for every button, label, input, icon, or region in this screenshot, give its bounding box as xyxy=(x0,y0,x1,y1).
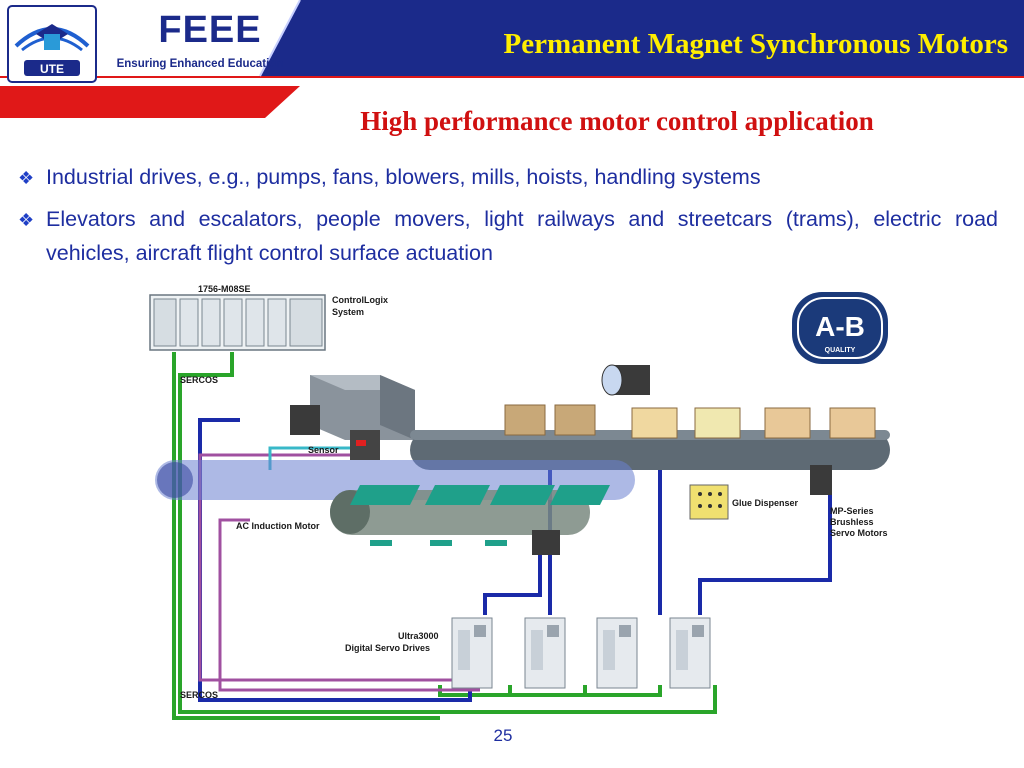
brand-tagline: Ensuring Enhanced Education xyxy=(116,58,284,70)
glue-dispenser xyxy=(689,484,729,520)
ab-quality-badge: A-B QUALITY xyxy=(792,292,888,364)
sercos-top-label: SERCOS xyxy=(180,375,218,385)
bullet-text: Industrial drives, e.g., pumps, fans, bl… xyxy=(46,165,761,189)
header-red-band xyxy=(0,86,300,118)
controller-name-label: ControlLogix xyxy=(332,295,388,305)
servo-motor-lower xyxy=(532,530,560,555)
diamond-bullet-icon: ❖ xyxy=(18,168,35,188)
svg-text:QUALITY: QUALITY xyxy=(825,347,856,354)
bullet-list: ❖ Industrial drives, e.g., pumps, fans, … xyxy=(18,160,998,276)
controller-model-label: 1756-M08SE xyxy=(198,284,251,294)
cartons xyxy=(504,404,876,439)
diamond-bullet-icon: ❖ xyxy=(18,210,35,230)
servo-label: MP-Series xyxy=(830,506,874,516)
servo-motor-right xyxy=(810,465,832,495)
glue-label: Glue Dispenser xyxy=(732,498,799,508)
drives-label: Digital Servo Drives xyxy=(345,643,430,653)
brand-name: FEEE xyxy=(158,9,262,51)
controllogix-chassis xyxy=(149,294,326,351)
servo-label: Servo Motors xyxy=(830,528,888,538)
sensor-label: Sensor xyxy=(308,445,339,455)
drives-label: Ultra3000 xyxy=(398,631,439,641)
servo-drives xyxy=(451,617,711,689)
motor-control-illustration: 1756-M08SE ControlLogix System SERCOS SE… xyxy=(149,284,890,720)
svg-text:UTE: UTE xyxy=(40,62,64,76)
svg-text:A-B: A-B xyxy=(815,311,865,342)
sercos-bottom-label: SERCOS xyxy=(180,690,218,700)
list-item: ❖ Elevators and escalators, people mover… xyxy=(18,202,998,270)
bullet-text: Elevators and escalators, people movers,… xyxy=(46,207,998,265)
servo-label: Brushless xyxy=(830,517,874,527)
slide-title: Permanent Magnet Synchronous Motors xyxy=(503,28,1008,60)
motor-cables xyxy=(198,453,480,692)
slide-subtitle: High performance motor control applicati… xyxy=(360,106,874,136)
ute-logo: UTE xyxy=(6,4,98,84)
list-item: ❖ Industrial drives, e.g., pumps, fans, … xyxy=(18,160,998,196)
ac-motor-label: AC Induction Motor xyxy=(236,521,320,531)
page-number: 25 xyxy=(493,726,513,745)
lower-conveyor xyxy=(330,485,610,546)
header-navy-band xyxy=(260,0,1024,76)
header-red-stripe xyxy=(0,76,1024,78)
controller-name-label: System xyxy=(332,307,364,317)
sensor-station xyxy=(310,375,415,460)
servo-motor-left xyxy=(290,405,320,435)
header-band xyxy=(0,0,1024,118)
servo-motor-top xyxy=(601,364,650,396)
